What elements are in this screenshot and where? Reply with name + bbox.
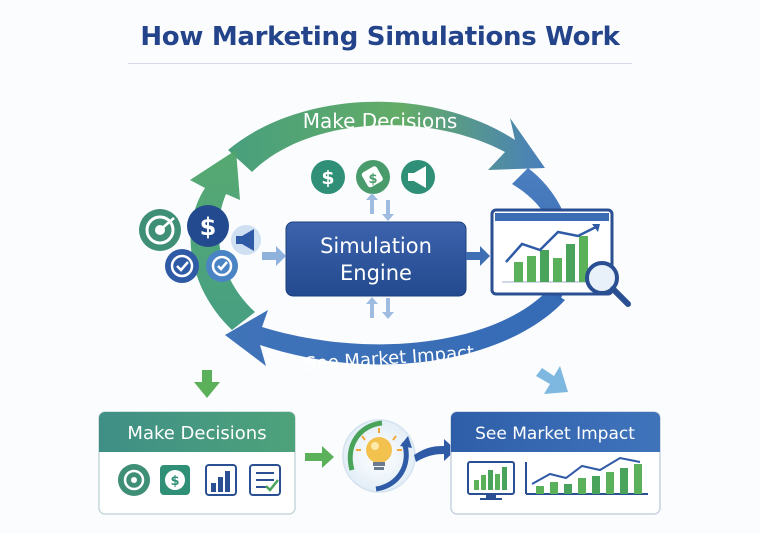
svg-text:$: $	[170, 474, 179, 489]
top-cycle-arrow	[228, 101, 545, 172]
make-decisions-panel: Make Decisions	[98, 411, 296, 515]
price-tag-icon: $	[356, 160, 390, 194]
megaphone-small-icon	[231, 225, 261, 255]
analytics-monitor-icon	[490, 208, 614, 296]
checklist-icon	[249, 464, 281, 496]
make-decisions-panel-title: Make Decisions	[127, 423, 266, 444]
down-arrow-left	[194, 370, 220, 398]
engine-output-arrow	[466, 246, 490, 266]
check-circle-small-icon	[206, 250, 238, 282]
left-cycle-arrow	[190, 150, 255, 330]
cash-tag-icon: $	[160, 465, 190, 495]
svg-text:$: $	[200, 213, 217, 241]
dollar-circle-icon: $	[187, 205, 229, 247]
engine-input-arrow	[262, 246, 286, 266]
target-small-icon	[118, 464, 150, 496]
magnifier-icon	[585, 261, 631, 307]
megaphone-icon	[401, 160, 435, 194]
engine-top-arrows	[366, 193, 394, 221]
target-icon	[139, 209, 181, 251]
engine-bottom-arrows	[366, 297, 394, 319]
panel-connector-arrow-right	[414, 439, 456, 462]
dollar-coin-icon: $	[311, 160, 345, 194]
panel-connector-arrow-left	[305, 446, 334, 468]
top-cycle-label: Make Decisions	[303, 109, 458, 133]
svg-text:$: $	[321, 167, 334, 189]
growth-chart-icon	[525, 456, 648, 495]
title-divider	[128, 63, 632, 64]
engine-label-line2: Engine	[340, 261, 412, 285]
page-title: How Marketing Simulations Work	[140, 22, 620, 52]
engine-label-line1: Simulation	[320, 234, 432, 258]
checkmark-circle-icon	[165, 249, 199, 283]
svg-text:$: $	[368, 172, 377, 187]
bottom-cycle-arrow	[225, 290, 565, 366]
lightbulb-cycle-icon	[342, 419, 416, 493]
small-monitor-icon	[467, 461, 515, 500]
see-market-impact-panel-title: See Market Impact	[475, 424, 635, 444]
simulation-engine-box: Simulation Engine	[285, 221, 467, 297]
down-arrow-right	[536, 366, 568, 394]
bar-chart-icon	[205, 464, 237, 496]
